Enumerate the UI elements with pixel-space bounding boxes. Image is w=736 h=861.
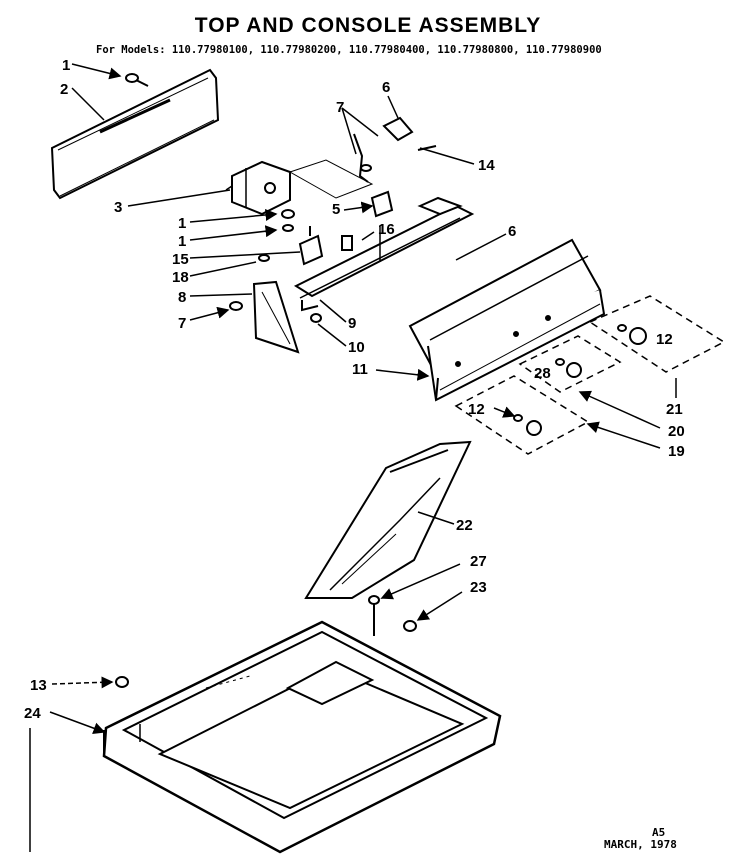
callout-16: 16 (378, 221, 395, 238)
footer-initials: A5 (652, 826, 666, 839)
bracket-part (293, 196, 475, 312)
callout-7: 7 (178, 315, 186, 332)
callout-12: 12 (656, 331, 673, 348)
callout-10: 10 (348, 339, 365, 356)
model-list: For Models: 110.77980100, 110.77980200, … (96, 44, 602, 56)
callout-19: 19 (668, 443, 685, 460)
callout-27: 27 (470, 553, 487, 570)
callout-9: 9 (348, 315, 356, 332)
footer-date: MARCH, 1978 (604, 838, 677, 851)
knob-part (229, 280, 322, 354)
callout-3: 3 (114, 199, 122, 216)
knob-group (454, 295, 726, 455)
leader-lines (29, 63, 677, 852)
switch-part (298, 226, 353, 266)
rear-panel-part (50, 68, 220, 200)
callout-8: 8 (178, 289, 186, 306)
screw-icon (125, 73, 149, 87)
duct-part (304, 440, 472, 599)
screw-icon (258, 209, 295, 262)
callout-6b: 6 (508, 223, 516, 240)
clip-part (353, 116, 437, 218)
callout-22: 22 (456, 517, 473, 534)
knob-icon (513, 324, 647, 436)
callout-28: 28 (534, 365, 551, 382)
callout-23: 23 (470, 579, 487, 596)
callout-1: 1 (62, 57, 70, 74)
callout-2: 2 (60, 81, 68, 98)
callout-1c: 1 (178, 233, 186, 250)
callout-11: 11 (352, 361, 368, 378)
timer-switch-part (225, 159, 374, 216)
callout-21: 21 (666, 401, 683, 418)
callout-6: 6 (382, 79, 390, 96)
callout-7b: 7 (336, 99, 344, 116)
callout-18: 18 (172, 269, 189, 286)
callout-labels: 1 2 3 1 1 15 18 8 7 7 6 14 5 16 6 9 10 1… (24, 57, 685, 722)
callout-12b: 12 (468, 401, 485, 418)
callout-14: 14 (478, 157, 495, 174)
callout-5: 5 (332, 201, 340, 218)
callout-1b: 1 (178, 215, 186, 232)
callout-24: 24 (24, 705, 41, 722)
console-part (408, 238, 606, 402)
page-title: TOP AND CONSOLE ASSEMBLY (194, 14, 542, 37)
callout-15: 15 (172, 251, 189, 268)
callout-13: 13 (30, 677, 47, 694)
callout-20: 20 (668, 423, 685, 440)
screw-icon (115, 595, 417, 688)
top-panel-part (102, 620, 502, 854)
